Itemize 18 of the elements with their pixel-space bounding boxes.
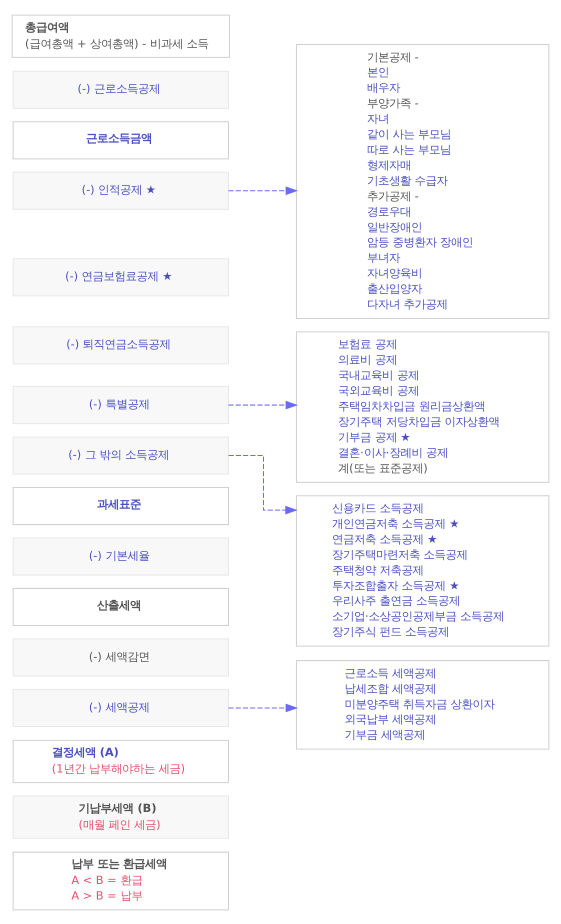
node-box: 기본공제 - 본인 배우자 부양가족 - 자녀 같이 사는 부모님 따로 사는 부모님 형제자매 기초생활 수급자 추가공제 - 경로우대 일반장애인 암등 중병환자 장애인 부녀자 자녀양육비 출산입양자 다자녀 추가공제 [296,43,550,319]
node-box: (-) 특별공제 [12,386,229,424]
node-box: 신용카드 소득공제 개인연금저축 소득공제 ★ 연금저축 소득공제 ★ 장기주택마련저축 소득공제 주택청약 저축공제 투자조합출자 소득공제 ★ 우리사주 출연금 소득공제 소기업·소상공인공제부금 소득공제 장기주식 펀드 소득공제 [296,494,550,646]
node-box: 근로소득금액 [12,120,229,159]
node-box: 납부 또는 환급세액 A < B = 환급 A > B = 납부 [12,851,229,910]
arrow [228,186,298,195]
node-box: 근로소득 세액공제 납세조합 세액공제 미분양주택 취득자금 상환이자 외국납부 세액공제 기부금 세액공제 [296,660,550,750]
node-box: (-) 그 밖의 소득공제 [12,436,229,474]
arrow [228,454,298,514]
node-box: 과세표준 [12,486,229,525]
node-box: 결정세액 (A) (1년간 납부해야하는 세금) [12,739,229,783]
node-box: 총급여액 (급여총액 + 상여총액) - 비과세 소득 [12,14,230,58]
node-box: (-) 세액공제 [12,688,229,726]
arrow [228,400,298,409]
node-box: (-) 인적공제 ★ [12,171,229,210]
node-box: 산출세액 [12,587,229,626]
node-box: 보험료 공제 의료비 공제 국내교육비 공제 국외교육비 공제 주택임차차입금 원리금상환액 장기주택 저당차입금 이자상환액 기부금 공제 ★ 결혼·이사·장례비 공제 계(또는 표준공제) [296,330,550,482]
arrow [228,703,298,712]
